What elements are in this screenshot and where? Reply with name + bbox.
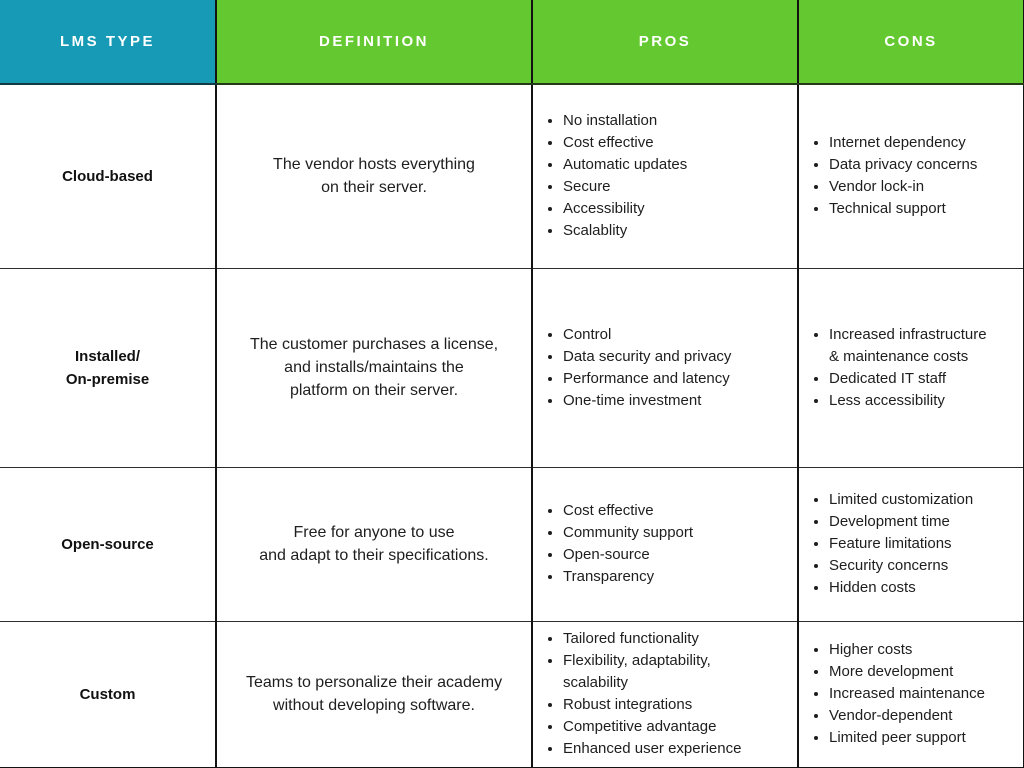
cons-list: Higher costsMore developmentIncreased ma… [799, 639, 1015, 749]
table-row-open-source: Open-source Free for anyone to use and a… [0, 466, 1024, 622]
cons-list: Limited customizationDevelopment timeFea… [799, 489, 1015, 599]
bullet-item: Accessibility [563, 198, 789, 220]
bullet-item: Less accessibility [829, 390, 1015, 412]
cons-list: Internet dependencyData privacy concerns… [799, 132, 1015, 220]
bullet-item: Hidden costs [829, 577, 1015, 599]
bullet-item: One-time investment [563, 390, 789, 412]
bullet-item: Internet dependency [829, 132, 1015, 154]
bullet-item: Secure [563, 176, 789, 198]
bullet-item: More development [829, 661, 1015, 683]
header-row: LMS TYPE DEFINITION PROS CONS [0, 0, 1024, 85]
header-cell-cons: CONS [797, 0, 1024, 85]
lms-type-cell: Custom [0, 620, 217, 768]
bullet-item: Feature limitations [829, 533, 1015, 555]
pros-list: ControlData security and privacyPerforma… [533, 324, 789, 412]
bullet-item: Enhanced user experience [563, 738, 789, 760]
pros-list: No installationCost effectiveAutomatic u… [533, 110, 789, 242]
bullet-item: Competitive advantage [563, 716, 789, 738]
cons-cell: Increased infrastructure & maintenance c… [797, 267, 1024, 468]
bullet-item: Performance and latency [563, 368, 789, 390]
bullet-item: Transparency [563, 566, 789, 588]
definition-cell: Free for anyone to use and adapt to thei… [215, 466, 533, 622]
bullet-item: Increased infrastructure & maintenance c… [829, 324, 1015, 368]
bullet-item: Automatic updates [563, 154, 789, 176]
cons-cell: Higher costsMore developmentIncreased ma… [797, 620, 1024, 768]
bullet-item: Vendor lock-in [829, 176, 1015, 198]
definition-cell: Teams to personalize their academy witho… [215, 620, 533, 768]
bullet-item: Cost effective [563, 132, 789, 154]
bullet-item: Development time [829, 511, 1015, 533]
lms-type-cell: Installed/ On-premise [0, 267, 217, 468]
bullet-item: Open-source [563, 544, 789, 566]
bullet-item: Cost effective [563, 500, 789, 522]
header-cell-definition: DEFINITION [215, 0, 533, 85]
cons-cell: Internet dependencyData privacy concerns… [797, 83, 1024, 269]
pros-cell: Tailored functionalityFlexibility, adapt… [531, 620, 799, 768]
bullet-item: Vendor-dependent [829, 705, 1015, 727]
bullet-item: Data privacy concerns [829, 154, 1015, 176]
definition-cell: The vendor hosts everything on their ser… [215, 83, 533, 269]
table-row-cloud-based: Cloud-based The vendor hosts everything … [0, 83, 1024, 269]
header-cell-pros: PROS [531, 0, 799, 85]
lms-type-cell: Open-source [0, 466, 217, 622]
bullet-item: Limited peer support [829, 727, 1015, 749]
bullet-item: Technical support [829, 198, 1015, 220]
bullet-item: Dedicated IT staff [829, 368, 1015, 390]
bullet-item: Limited customization [829, 489, 1015, 511]
pros-cell: ControlData security and privacyPerforma… [531, 267, 799, 468]
bullet-item: Robust integrations [563, 694, 789, 716]
bullet-item: Increased maintenance [829, 683, 1015, 705]
cons-cell: Limited customizationDevelopment timeFea… [797, 466, 1024, 622]
header-cell-lms-type: LMS TYPE [0, 0, 217, 85]
bullet-item: Scalablity [563, 220, 789, 242]
bullet-item: Tailored functionality [563, 628, 789, 650]
pros-cell: Cost effectiveCommunity supportOpen-sour… [531, 466, 799, 622]
bullet-item: Data security and privacy [563, 346, 789, 368]
bullet-item: No installation [563, 110, 789, 132]
pros-list: Cost effectiveCommunity supportOpen-sour… [533, 500, 789, 588]
table-row-custom: Custom Teams to personalize their academ… [0, 620, 1024, 768]
bullet-item: Community support [563, 522, 789, 544]
cons-list: Increased infrastructure & maintenance c… [799, 324, 1015, 412]
bullet-item: Control [563, 324, 789, 346]
table-row-installed-on-premise: Installed/ On-premise The customer purch… [0, 267, 1024, 468]
pros-list: Tailored functionalityFlexibility, adapt… [533, 628, 789, 760]
definition-cell: The customer purchases a license, and in… [215, 267, 533, 468]
bullet-item: Flexibility, adaptability, scalability [563, 650, 789, 694]
bullet-item: Security concerns [829, 555, 1015, 577]
lms-type-cell: Cloud-based [0, 83, 217, 269]
pros-cell: No installationCost effectiveAutomatic u… [531, 83, 799, 269]
bullet-item: Higher costs [829, 639, 1015, 661]
